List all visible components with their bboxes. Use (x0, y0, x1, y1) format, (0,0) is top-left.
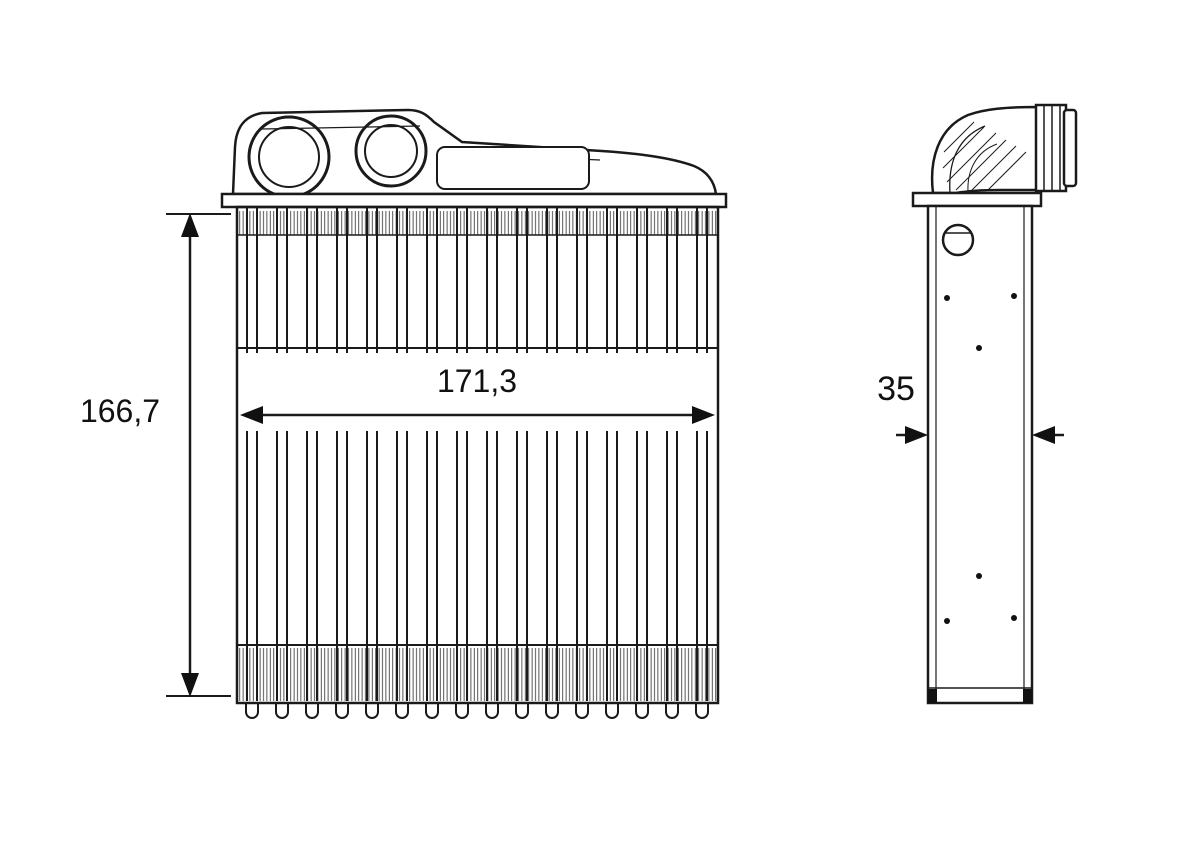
mounting-clip (485, 703, 499, 719)
mounting-clip (305, 703, 319, 719)
drain-port (941, 223, 975, 257)
arrowhead-up (181, 213, 199, 237)
front-header-plate (220, 192, 728, 209)
side-connector-flange (1034, 103, 1078, 193)
mounting-clip (575, 703, 589, 719)
mounting-clip (275, 703, 289, 719)
mounting-clip (455, 703, 469, 719)
arrowhead-left (240, 406, 263, 424)
side-body (926, 204, 1034, 705)
side-foot-left (928, 689, 937, 703)
mounting-clip (335, 703, 349, 719)
tank-panel (436, 146, 590, 190)
side-foot-right (1023, 689, 1032, 703)
side-elbow-duct (930, 105, 1040, 195)
tube-field (238, 207, 717, 701)
dimension-depth: 35 (877, 370, 1064, 444)
mounting-clip (365, 703, 379, 719)
core-outline (235, 205, 720, 705)
front-view: 171,3 166,7 (80, 108, 728, 719)
mounting-clip (515, 703, 529, 719)
mounting-clip (425, 703, 439, 719)
mounting-clip (665, 703, 679, 719)
front-core (235, 205, 720, 705)
pipe-port-right (354, 114, 428, 188)
side-view: 35 (877, 103, 1078, 705)
front-top-tank (231, 108, 718, 199)
dimension-width: 171,3 (240, 363, 715, 424)
mounting-clip (635, 703, 649, 719)
arrowhead-down (181, 673, 199, 697)
rivet-dots (944, 293, 1017, 624)
height-dimension-label: 166,7 (80, 393, 160, 429)
width-dimension-label: 171,3 (437, 363, 517, 399)
mounting-clip (545, 703, 559, 719)
front-bottom-clips (245, 703, 709, 719)
dimension-height: 166,7 (80, 213, 231, 697)
arrowhead-depth-right (1032, 426, 1055, 444)
mounting-clip (695, 703, 709, 719)
arrowhead-right (692, 406, 715, 424)
mounting-clip (605, 703, 619, 719)
arrowhead-depth-left (905, 426, 928, 444)
side-header-plate (911, 191, 1043, 208)
elbow-hatching (942, 121, 1027, 191)
mounting-clip (245, 703, 259, 719)
mounting-clip (395, 703, 409, 719)
depth-dimension-label: 35 (877, 370, 915, 408)
